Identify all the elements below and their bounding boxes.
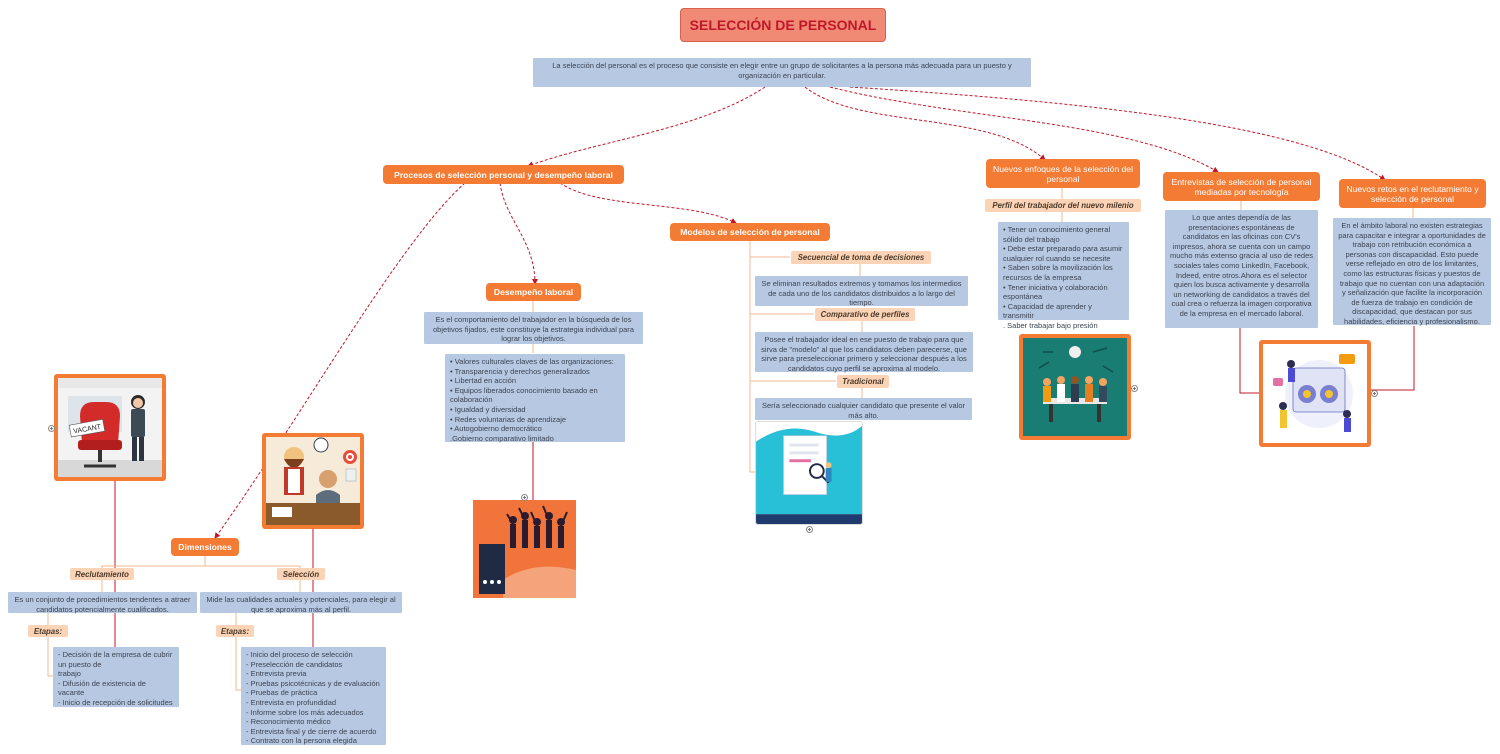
svg-text:VACANT: VACANT [73,424,102,436]
intro-definition: La selección del personal es el proceso … [533,58,1031,87]
topic-procesos[interactable]: Procesos de selección personal y desempe… [383,165,624,184]
expand-icon[interactable] [521,494,528,501]
label-secuencial[interactable]: Secuencial de toma de decisiones [791,251,931,264]
seleccion-etapas-list: - Inicio del proceso de selección - Pres… [241,647,386,745]
link-img-retos [1369,326,1415,391]
cv-search-illustration [755,421,863,525]
entrevistas-text: Lo que antes dependía de las presentacio… [1165,210,1318,328]
seleccion-text: Mide las cualidades actuales y potencial… [200,592,402,614]
topic-nuevos-enfoques[interactable]: Nuevos enfoques de la selección del pers… [986,159,1140,188]
link-intro-procesos [527,86,766,168]
topic-desempeno[interactable]: Desempeño laboral [486,283,581,301]
page-title: SELECCIÓN DE PERSONAL [680,8,886,42]
interview-illustration [262,433,364,529]
link-procesos-desempeno [499,182,538,285]
desempeno-values-list: • Valores culturales claves de las organ… [445,354,625,443]
topic-modelos[interactable]: Modelos de selección de personal [670,223,830,241]
expand-icon[interactable] [1371,390,1378,397]
nuevos-retos-text: En el ámbito laboral no existen estrateg… [1333,218,1491,326]
topic-entrevistas[interactable]: Entrevistas de selección de personal med… [1163,172,1320,201]
label-perfil-trabajador[interactable]: Perfil del trabajador del nuevo milenio [985,199,1141,212]
expand-icon[interactable] [806,526,813,533]
team-meeting-illustration [1019,334,1131,440]
label-etapas-seleccion[interactable]: Etapas: [216,625,254,637]
label-seleccion[interactable]: Selección [277,568,325,580]
expand-icon[interactable] [1131,385,1138,392]
topic-dimensiones[interactable]: Dimensiones [171,538,239,556]
recruitment-tech-illustration [1259,340,1371,447]
label-reclutamiento[interactable]: Reclutamiento [70,568,134,580]
link-procesos-modelos [559,182,737,224]
tradicional-text: Sería seleccionado cualquier candidato q… [755,398,972,420]
comparativo-text: Posee el trabajador ideal en ese puesto … [755,332,973,373]
label-tradicional[interactable]: Tradicional [837,375,889,388]
label-etapas-reclutamiento[interactable]: Etapas: [28,625,68,637]
reclutamiento-etapas-list: - Decisión de la empresa de cubrir un pu… [53,647,179,707]
secuencial-text: Se eliminan resultados extremos y tomamo… [755,276,968,307]
vacant-chair-illustration: VACANT [54,374,166,481]
topic-nuevos-retos[interactable]: Nuevos retos en el reclutamiento y selec… [1339,179,1486,208]
label-comparativo[interactable]: Comparativo de perfiles [815,308,915,321]
team-celebration-illustration [473,500,576,598]
link-intro-enfoques [804,86,1046,161]
perfil-trabajador-list: • Tener un conocimiento general sólido d… [998,222,1129,330]
expand-icon[interactable] [48,425,55,432]
reclutamiento-text: Es un conjunto de procedimientos tendent… [8,592,197,614]
desempeno-description: Es el comportamiento del trabajador en l… [424,312,643,344]
